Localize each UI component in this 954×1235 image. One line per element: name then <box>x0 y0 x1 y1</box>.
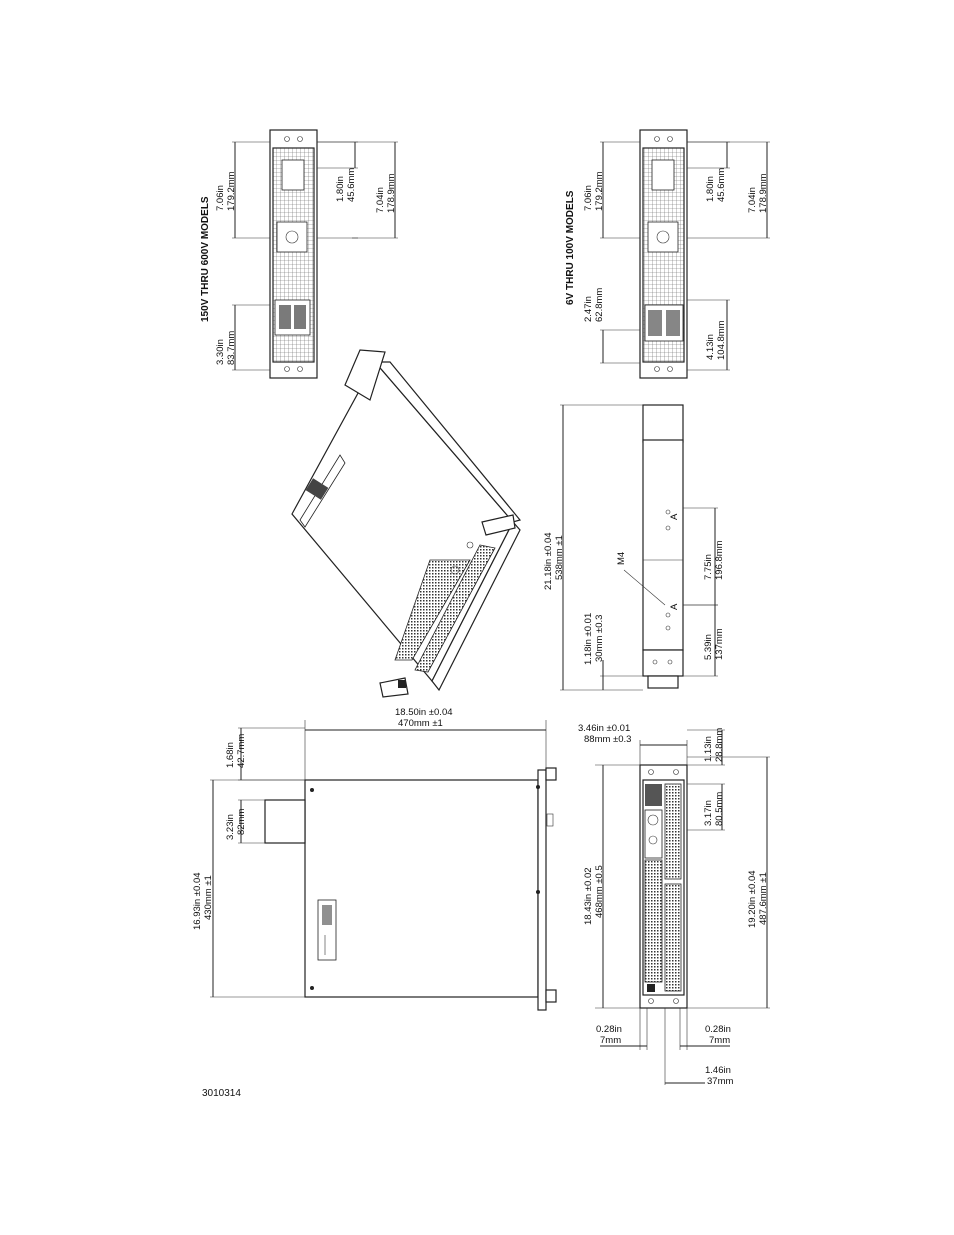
rear-view-150-600v-dims <box>232 141 398 371</box>
top-view-dims <box>210 720 547 998</box>
dim-7-04-mm-b: 178.9mm <box>758 173 769 213</box>
rear-view-6-100v <box>639 129 688 379</box>
dim-3-23-mm: 82mm <box>236 809 247 835</box>
dim-18-43-mm: 468mm ±0.5 <box>594 865 605 918</box>
dim-1-68-mm: 42.7mm <box>236 734 247 768</box>
side-view-dims <box>560 404 718 691</box>
dim-18-50-in: 18.50in ±0.04 <box>395 707 453 718</box>
dim-21-18-mm: 538mm ±1 <box>554 535 565 580</box>
label-a-lower: A <box>669 603 680 610</box>
top-view <box>264 767 557 1011</box>
dim-2-47-in: 2.47in <box>583 296 594 322</box>
dim-7-75-in: 7.75in <box>703 554 714 580</box>
dim-1-18-in: 1.18in ±0.01 <box>583 613 594 665</box>
document-number: 3010314 <box>202 1088 241 1099</box>
dim-1-80-in-a: 1.80in <box>335 176 346 202</box>
rear-view-6-100v-labels: 6V THRU 100V MODELS 2.47in 62.8mm 7.06in… <box>565 168 769 360</box>
dim-4-13-mm: 104.8mm <box>716 320 727 360</box>
isometric-view <box>291 349 522 698</box>
label-6-100v-models: 6V THRU 100V MODELS <box>565 190 576 305</box>
front-view-dims <box>595 729 770 1085</box>
rear-view-150-600v <box>269 129 318 379</box>
dim-1-13-in: 1.13in <box>703 736 714 762</box>
dim-7-06-mm-a: 179.2mm <box>226 171 237 211</box>
dim-5-39-mm: 137mm <box>714 628 725 660</box>
label-m4: M4 <box>616 552 627 565</box>
front-view-labels: 3.46in ±0.01 88mm ±0.3 1.13in 28.8mm 3.1… <box>578 723 769 1087</box>
dim-7-75-mm: 196.8mm <box>714 540 725 580</box>
top-view-labels: 18.50in ±0.04 470mm ±1 1.68in 42.7mm 3.2… <box>192 707 453 930</box>
dim-1-18-mm: 30mm ±0.3 <box>594 615 605 662</box>
dim-7-04-in-b: 7.04in <box>747 187 758 213</box>
dim-0-28-mm-right: 7mm <box>709 1035 730 1046</box>
side-view <box>623 404 684 689</box>
dim-21-18-in: 21.18in ±0.04 <box>543 532 554 590</box>
dim-1-80-in-b: 1.80in <box>705 176 716 202</box>
dim-18-50-mm: 470mm ±1 <box>398 718 443 729</box>
label-a-upper: A <box>669 513 680 520</box>
side-view-labels: 21.18in ±0.04 538mm ±1 1.18in ±0.01 30mm… <box>543 513 725 665</box>
dim-19-20-in: 19.20in ±0.04 <box>747 870 758 928</box>
dim-19-20-mm: 487.6mm ±1 <box>758 872 769 925</box>
label-150-600v-models: 150V THRU 600V MODELS <box>200 196 211 322</box>
dim-2-47-mm: 62.8mm <box>594 288 605 322</box>
dim-4-13-in: 4.13in <box>705 334 716 360</box>
dim-1-68-in: 1.68in <box>225 742 236 768</box>
dim-5-39-in: 5.39in <box>703 634 714 660</box>
dim-16-93-in: 16.93in ±0.04 <box>192 872 203 930</box>
dim-1-13-mm: 28.8mm <box>714 728 725 762</box>
dim-3-46-mm: 88mm ±0.3 <box>584 734 631 745</box>
dim-3-23-in: 3.23in <box>225 814 236 840</box>
dim-0-28-in-right: 0.28in <box>705 1024 731 1035</box>
dim-18-43-in: 18.43in ±0.02 <box>583 867 594 925</box>
dim-1-46-mm: 37mm <box>707 1076 733 1087</box>
dim-3-30-mm: 83.7mm <box>226 331 237 365</box>
dim-7-06-in-a: 7.06in <box>215 185 226 211</box>
dim-7-04-in-a: 7.04in <box>375 187 386 213</box>
dim-7-06-in-b: 7.06in <box>583 185 594 211</box>
rear-view-6-100v-dims <box>600 141 770 371</box>
dim-16-93-mm: 430mm ±1 <box>203 875 214 920</box>
dim-0-28-in-left: 0.28in <box>596 1024 622 1035</box>
dim-3-17-in: 3.17in <box>703 800 714 826</box>
dim-3-17-mm: 80.5mm <box>714 792 725 826</box>
dim-7-06-mm-b: 179.2mm <box>594 171 605 211</box>
dim-7-04-mm-a: 178.9mm <box>386 173 397 213</box>
dim-3-30-in: 3.30in <box>215 339 226 365</box>
dim-1-80-mm-b: 45.6mm <box>716 168 727 202</box>
dim-0-28-mm-left: 7mm <box>600 1035 621 1046</box>
dim-1-80-mm-a: 45.6mm <box>346 168 357 202</box>
dim-3-46-in: 3.46in ±0.01 <box>578 723 630 734</box>
rear-view-150-600v-labels: 150V THRU 600V MODELS 3.30in 83.7mm 7.06… <box>200 168 397 365</box>
dim-1-46-in: 1.46in <box>705 1065 731 1076</box>
front-view <box>639 764 688 1009</box>
